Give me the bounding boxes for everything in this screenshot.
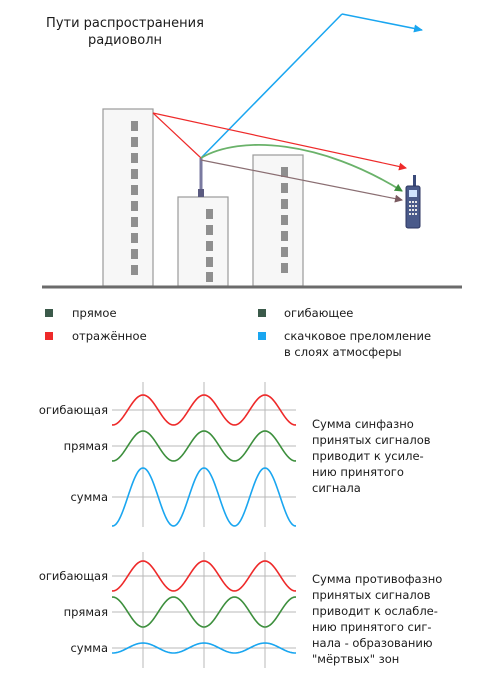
inphase-wave-sum	[112, 467, 296, 527]
inphase-group: огибающая прямая сумма Сумма синфазно пр…	[39, 382, 431, 527]
antiphase-note-line4: нию принятого сиг-	[312, 620, 432, 634]
antenna-icon	[198, 158, 204, 197]
diagram-title-line2: радиоволн	[88, 33, 162, 48]
reflected-path	[152, 112, 407, 171]
legend-label-skywave-line2: в слоях атмосферы	[284, 345, 402, 359]
inphase-label-enveloping: огибающая	[39, 403, 108, 417]
direct-path	[200, 159, 403, 203]
legend-swatch-enveloping	[258, 309, 266, 317]
inphase-note-line3: приводит к усиле-	[312, 449, 424, 463]
antiphase-note-line5: нала - образованию	[312, 636, 433, 650]
antiphase-note-line2: принятых сигналов	[312, 588, 431, 602]
inphase-gridlines	[112, 382, 296, 527]
antiphase-wave-sum	[112, 642, 296, 654]
legend-label-direct: прямое	[72, 306, 117, 320]
diagram-title-line1: Пути распространения	[46, 16, 204, 31]
antiphase-note-line6: "мёртвых" зон	[312, 652, 399, 666]
building-middle	[177, 196, 229, 287]
antiphase-group: огибающая прямая сумма Сумма противофазн…	[39, 552, 442, 668]
antiphase-label-direct: прямая	[64, 605, 108, 619]
building-middle-windows	[206, 209, 213, 282]
reflected-path-to-wall	[152, 112, 202, 159]
inphase-label-direct: прямая	[64, 439, 108, 453]
legend-label-skywave-line1: скачковое преломление	[284, 329, 431, 343]
inphase-wave-enveloping	[112, 394, 296, 426]
legend-swatch-direct	[45, 309, 53, 317]
antiphase-gridlines	[112, 552, 296, 668]
building-right	[252, 154, 304, 287]
inphase-note-line2: принятых сигналов	[312, 433, 431, 447]
enveloping-path	[200, 144, 403, 192]
legend-swatch-reflected	[45, 332, 53, 340]
inphase-note-line4: нию принятого	[312, 465, 404, 479]
inphase-note-line1: Сумма синфазно	[312, 417, 414, 431]
antiphase-wave-enveloping	[112, 560, 296, 592]
legend-label-reflected: отражённое	[72, 329, 147, 343]
mobile-phone-icon	[405, 175, 421, 229]
inphase-wave-direct	[112, 430, 296, 462]
building-right-windows	[281, 167, 288, 273]
antiphase-wave-direct	[112, 596, 296, 628]
antiphase-note-line3: приводит к ослабле-	[312, 604, 438, 618]
antiphase-label-sum: сумма	[70, 641, 108, 655]
legend-swatch-skywave	[258, 332, 266, 340]
antiphase-note-line1: Сумма противофазно	[312, 572, 442, 586]
inphase-note-line5: сигнала	[312, 481, 361, 495]
antiphase-label-enveloping: огибающая	[39, 569, 108, 583]
sky-wave-path	[200, 13, 343, 159]
building-left	[102, 108, 154, 287]
building-left-windows	[131, 121, 138, 275]
inphase-label-sum: сумма	[70, 490, 108, 504]
legend: прямое огибающее отражённое скачковое пр…	[45, 306, 431, 359]
legend-label-enveloping: огибающее	[284, 306, 353, 320]
sky-wave-return	[341, 13, 423, 33]
